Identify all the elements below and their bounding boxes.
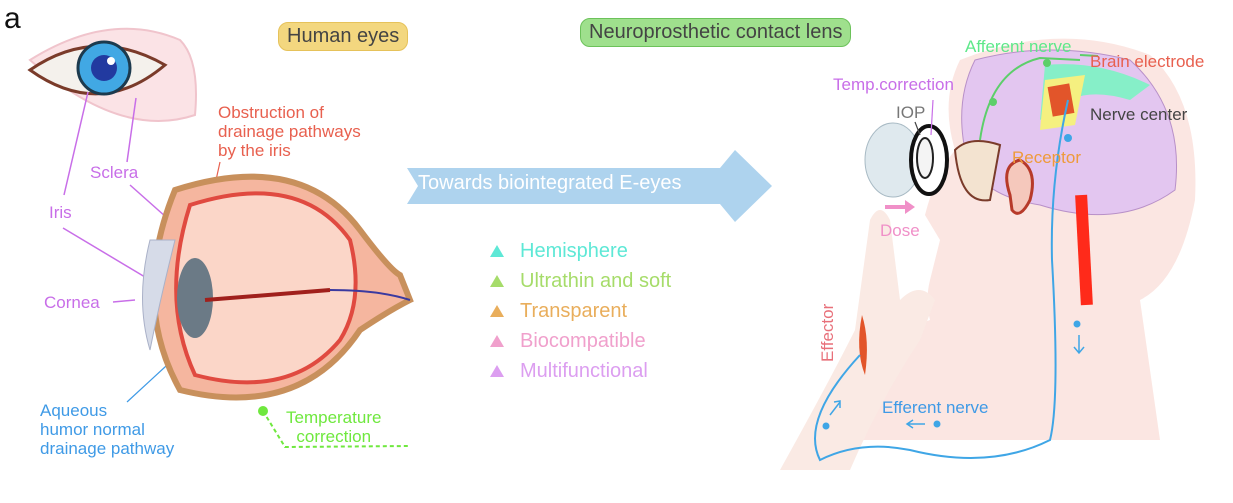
feature-item: Transparent [490,296,671,326]
feature-item: Hemisphere [490,236,671,266]
feature-list: Hemisphere Ultrathin and soft Transparen… [490,236,671,386]
triangle-bullet-icon [490,335,504,347]
label-aqueous-humor: Aqueous humor normal drainage pathway [40,401,175,458]
label-effector: Effector [818,303,837,362]
eye-leader-lines [62,91,176,303]
header-human-eyes: Human eyes [278,22,409,51]
label-cornea: Cornea [44,293,100,312]
label-efferent-nerve: Efferent nerve [882,398,989,417]
feature-item: Ultrathin and soft [490,266,671,296]
label-afferent-nerve: Afferent nerve [965,37,1072,56]
triangle-bullet-icon [490,245,504,257]
label-nerve-center: Nerve center [1090,105,1188,124]
triangle-bullet-icon [490,365,504,377]
feature-item: Biocompatible [490,326,671,356]
header-neuroprosthetic-lens: Neuroprosthetic contact lens [580,18,852,47]
label-dose: Dose [880,221,920,240]
eye-cross-section-illustration [142,173,414,401]
transition-arrow [407,150,772,222]
feature-item: Multifunctional [490,356,671,386]
transition-arrow-label: Towards biointegrated E-eyes [418,172,682,194]
label-iris: Iris [49,203,72,222]
afferent-nerve-path [979,56,1081,141]
label-sclera: Sclera [90,163,139,182]
label-receptor: Receptor [1012,148,1081,167]
triangle-bullet-icon [490,305,504,317]
dose-arrow [885,200,915,214]
label-temperature-correction: Temperature correction [286,408,382,446]
panel-letter: a [4,2,21,35]
label-brain-electrode: Brain electrode [1090,52,1205,71]
head-illustration [860,38,1196,441]
triangle-bullet-icon [490,275,504,287]
label-iop: IOP [896,103,926,122]
external-eye-illustration [27,27,197,122]
efferent-nerve-path [814,99,1069,462]
hand-illustration [780,210,935,470]
label-temp-correction: Temp.correction [833,75,954,94]
label-obstruction: Obstruction of drainage pathways by the … [218,103,361,160]
